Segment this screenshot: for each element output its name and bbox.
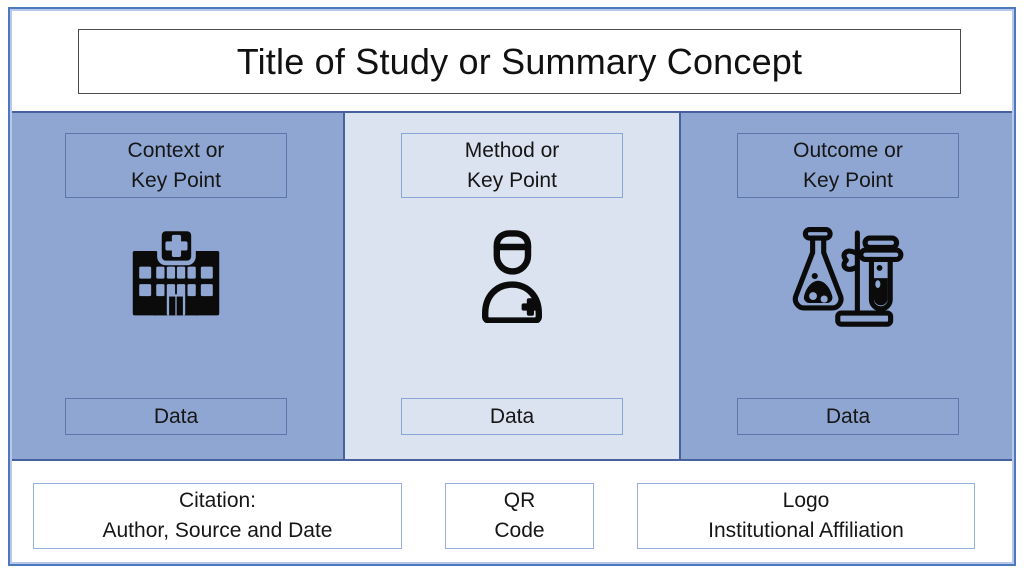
title-box[interactable]: Title of Study or Summary Concept bbox=[78, 29, 961, 94]
context-data-label: Data bbox=[153, 404, 199, 428]
outcome-data-label: Data bbox=[825, 404, 871, 428]
logo-box[interactable]: Logo Institutional Affiliation bbox=[637, 483, 975, 549]
doctor-icon[interactable] bbox=[468, 227, 556, 323]
context-label: Context or Key Point bbox=[127, 138, 225, 192]
column-method: Method or Key Point Data bbox=[343, 113, 679, 459]
citation-label: Citation: Author, Source and Date bbox=[102, 489, 333, 542]
method-label: Method or Key Point bbox=[464, 138, 560, 192]
logo-label: Logo Institutional Affiliation bbox=[708, 489, 904, 542]
hospital-icon[interactable] bbox=[130, 227, 222, 321]
citation-box[interactable]: Citation: Author, Source and Date bbox=[33, 483, 402, 549]
column-context: Context or Key Point bbox=[9, 113, 343, 459]
columns-row: Context or Key Point bbox=[9, 111, 1015, 461]
qr-code-label: QR Code bbox=[494, 489, 545, 542]
column-outcome: Outcome or Key Point bbox=[679, 113, 1015, 459]
outcome-data-box[interactable]: Data bbox=[737, 398, 959, 435]
method-data-label: Data bbox=[489, 404, 535, 428]
qr-code-box[interactable]: QR Code bbox=[445, 483, 594, 549]
page-title: Title of Study or Summary Concept bbox=[236, 40, 803, 82]
method-data-box[interactable]: Data bbox=[401, 398, 623, 435]
context-label-box[interactable]: Context or Key Point bbox=[65, 133, 287, 198]
method-label-box[interactable]: Method or Key Point bbox=[401, 133, 623, 198]
outcome-label-box[interactable]: Outcome or Key Point bbox=[737, 133, 959, 198]
lab-equipment-icon[interactable] bbox=[784, 227, 912, 331]
context-data-box[interactable]: Data bbox=[65, 398, 287, 435]
outcome-label: Outcome or Key Point bbox=[793, 138, 903, 192]
